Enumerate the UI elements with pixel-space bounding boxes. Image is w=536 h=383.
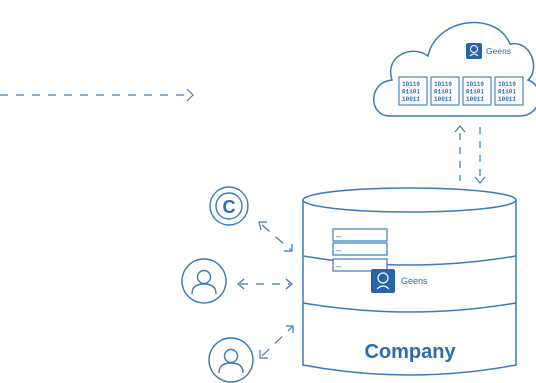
entry-row-mark: – [336, 261, 341, 271]
data-block-bits: 10011 [402, 96, 420, 103]
company-database: – – – Geens Company [302, 187, 517, 376]
entry-row-mark: – [336, 245, 341, 255]
data-block-bits: 10011 [498, 96, 516, 103]
entry-row-mark: – [336, 231, 341, 241]
data-block [494, 76, 524, 106]
database-band-2 [302, 302, 517, 313]
data-block-bits: 10110 [498, 81, 516, 88]
data-block [430, 76, 460, 106]
data-block-bits: 01101 [434, 89, 452, 96]
data-block-bits: 01101 [466, 89, 484, 96]
data-block-bits: 01101 [402, 89, 420, 96]
incoming-dashed-arrow [0, 88, 194, 102]
database-brand: Geens [371, 269, 428, 293]
cloud-brand: Geens [466, 43, 511, 59]
geens-logo-mark [376, 272, 390, 290]
person-icon [191, 269, 217, 295]
data-block-bits: 10110 [434, 81, 452, 88]
person-icon [218, 348, 244, 374]
database-brand-label: Geens [401, 276, 428, 286]
data-block-bits: 10011 [466, 96, 484, 103]
copyright-actor: C [209, 186, 249, 226]
user-link-arrow-middle [237, 278, 293, 290]
geens-logo-icon [371, 269, 395, 293]
data-block [462, 76, 492, 106]
copyright-link-arrow [258, 221, 293, 252]
cloud-storage: Geens 1011001101100111011001101100111011… [373, 21, 536, 117]
data-block [398, 76, 428, 106]
data-block-bits: 10110 [466, 81, 484, 88]
user-link-arrow-bottom [259, 325, 294, 359]
sync-arrow-down [474, 127, 486, 184]
database-label: Company [364, 341, 456, 363]
data-block-bits: 10011 [434, 96, 452, 103]
user-actor-bottom [208, 337, 254, 383]
database-entries: – – – [332, 228, 388, 272]
geens-logo-icon [466, 43, 482, 59]
cloud-brand-label: Geens [486, 46, 511, 56]
database-band-1 [302, 255, 517, 266]
data-block-bits: 10110 [402, 81, 420, 88]
entry-row [332, 242, 388, 256]
database-top [302, 187, 517, 213]
entry-row [332, 258, 388, 272]
entry-row [332, 228, 388, 242]
cloud-data-blocks: 1011001101100111011001101100111011001101… [398, 76, 524, 106]
copyright-glyph: C [223, 197, 236, 217]
user-actor-middle [181, 258, 227, 304]
geens-logo-mark [469, 45, 479, 57]
data-block-bits: 01101 [498, 89, 516, 96]
sync-arrow-up [454, 125, 466, 181]
